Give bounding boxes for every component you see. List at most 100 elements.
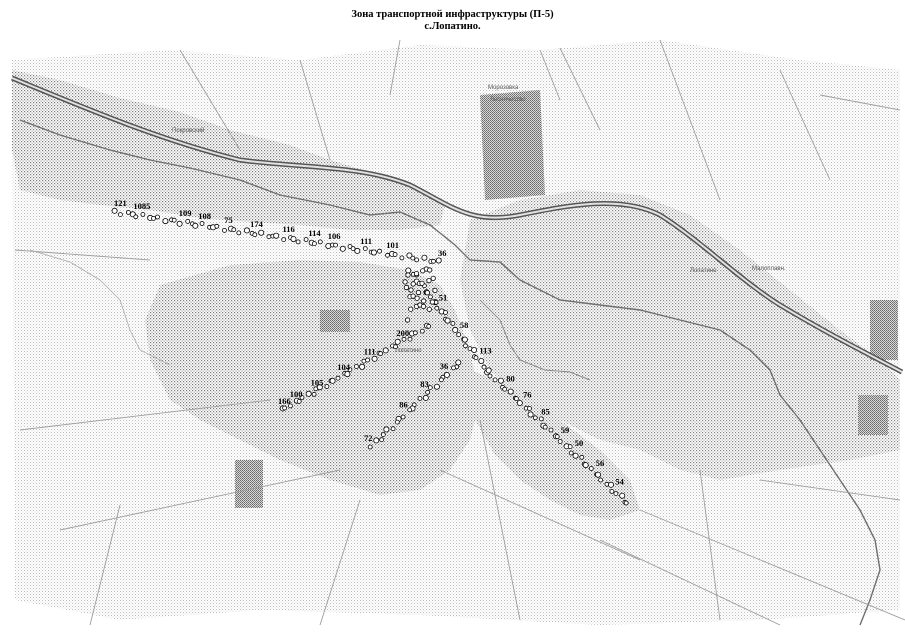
survey-point-marker: [402, 279, 408, 285]
survey-point-marker: [365, 357, 371, 363]
survey-point-marker: [371, 355, 378, 362]
survey-point-label: 101: [386, 240, 399, 250]
survey-point-marker: [359, 363, 366, 370]
survey-point-label: 113: [479, 346, 491, 356]
survey-point-marker: [444, 317, 451, 324]
floodplain-west: [12, 70, 445, 230]
survey-point-label: 1085: [133, 201, 150, 211]
survey-point-marker: [422, 394, 429, 401]
survey-point-marker: [171, 217, 177, 223]
survey-point-marker: [507, 388, 514, 395]
survey-point-marker: [325, 242, 332, 249]
survey-point-marker: [236, 230, 242, 236]
survey-point-marker: [282, 405, 288, 411]
survey-point-marker: [429, 299, 435, 305]
survey-point-marker: [155, 214, 160, 220]
survey-point-label: 109: [179, 208, 192, 218]
block-a: [235, 460, 263, 508]
survey-point-marker: [299, 394, 305, 400]
survey-point-label: 200: [396, 328, 409, 338]
survey-point-marker: [532, 415, 538, 421]
survey-point-label: 83: [420, 379, 429, 389]
survey-point-marker: [497, 377, 504, 384]
survey-point-marker: [303, 237, 309, 242]
survey-point-marker: [403, 284, 409, 291]
survey-point-marker: [380, 432, 386, 438]
survey-point-marker: [471, 346, 478, 353]
survey-point-label: 116: [283, 224, 295, 234]
map-subtitle: с.Лопатино.: [424, 21, 481, 32]
survey-point-label: 75: [224, 215, 233, 225]
survey-point-marker: [548, 427, 554, 433]
survey-point-label: 100: [290, 389, 303, 399]
survey-point-marker: [382, 347, 389, 354]
survey-point-marker: [567, 444, 573, 450]
survey-point-label: 85: [541, 407, 550, 417]
survey-point-marker: [385, 252, 390, 258]
survey-point-marker: [222, 227, 227, 233]
survey-point-marker: [430, 275, 436, 281]
survey-point-marker: [151, 215, 156, 221]
survey-point-label: 111: [364, 347, 376, 357]
survey-point-label: 108: [198, 211, 211, 221]
survey-point-marker: [557, 439, 563, 444]
survey-point-marker: [192, 222, 199, 229]
survey-point-marker: [478, 357, 485, 364]
survey-point-marker: [333, 242, 339, 248]
survey-point-marker: [424, 290, 430, 296]
survey-point-marker: [347, 367, 353, 373]
survey-point-marker: [273, 232, 280, 239]
survey-point-label: 56: [596, 458, 605, 468]
survey-point-marker: [427, 385, 433, 391]
survey-point-label: 72: [364, 433, 373, 443]
survey-point-marker: [350, 246, 356, 252]
survey-point-marker: [410, 255, 416, 261]
survey-point-marker: [487, 373, 493, 379]
survey-point-marker: [608, 481, 615, 488]
survey-point-marker: [379, 437, 385, 443]
survey-point-marker: [185, 218, 191, 224]
survey-point-marker: [427, 267, 433, 273]
survey-point-marker: [377, 248, 382, 254]
survey-point-label: 51: [439, 293, 448, 303]
survey-point-label: 76: [523, 389, 532, 399]
survey-point-marker: [598, 477, 603, 483]
survey-point-marker: [281, 237, 287, 243]
survey-point-marker: [111, 207, 118, 214]
survey-point-marker: [125, 209, 131, 215]
survey-point-marker: [433, 383, 440, 390]
survey-point-marker: [443, 371, 450, 378]
survey-point-marker: [408, 306, 414, 312]
map-title-block: Зона транспортной инфраструктуры (П-5) с…: [0, 9, 905, 33]
survey-point-marker: [353, 364, 359, 369]
label-east-a: Лопатино: [690, 268, 717, 274]
survey-point-marker: [421, 298, 427, 304]
settlement-southeast: [470, 370, 640, 520]
survey-point-marker: [613, 491, 619, 497]
survey-point-marker: [456, 332, 462, 338]
survey-point-marker: [296, 398, 302, 404]
survey-point-marker: [414, 295, 420, 301]
survey-point-marker: [485, 367, 492, 374]
survey-point-marker: [554, 434, 560, 440]
survey-point-label: 105: [311, 377, 324, 387]
map-title: Зона транспортной инфраструктуры (П-5): [351, 9, 554, 20]
survey-point-marker: [405, 267, 412, 274]
railway-inner: [11, 77, 903, 373]
survey-point-marker: [407, 336, 413, 342]
survey-point-marker: [243, 227, 250, 234]
top-block: [480, 90, 545, 200]
survey-point-marker: [542, 424, 548, 430]
survey-point-marker: [295, 239, 301, 245]
river-branch: [479, 299, 591, 381]
survey-point-label: 36: [440, 361, 449, 371]
survey-point-marker: [435, 257, 442, 264]
survey-point-marker: [452, 326, 459, 333]
survey-point-marker: [231, 227, 237, 233]
survey-point-marker: [415, 289, 421, 296]
survey-point-marker: [287, 403, 293, 409]
survey-point-marker: [609, 488, 615, 494]
survey-point-marker: [266, 234, 272, 240]
survey-point-marker: [527, 411, 534, 418]
survey-point-marker: [370, 249, 377, 256]
